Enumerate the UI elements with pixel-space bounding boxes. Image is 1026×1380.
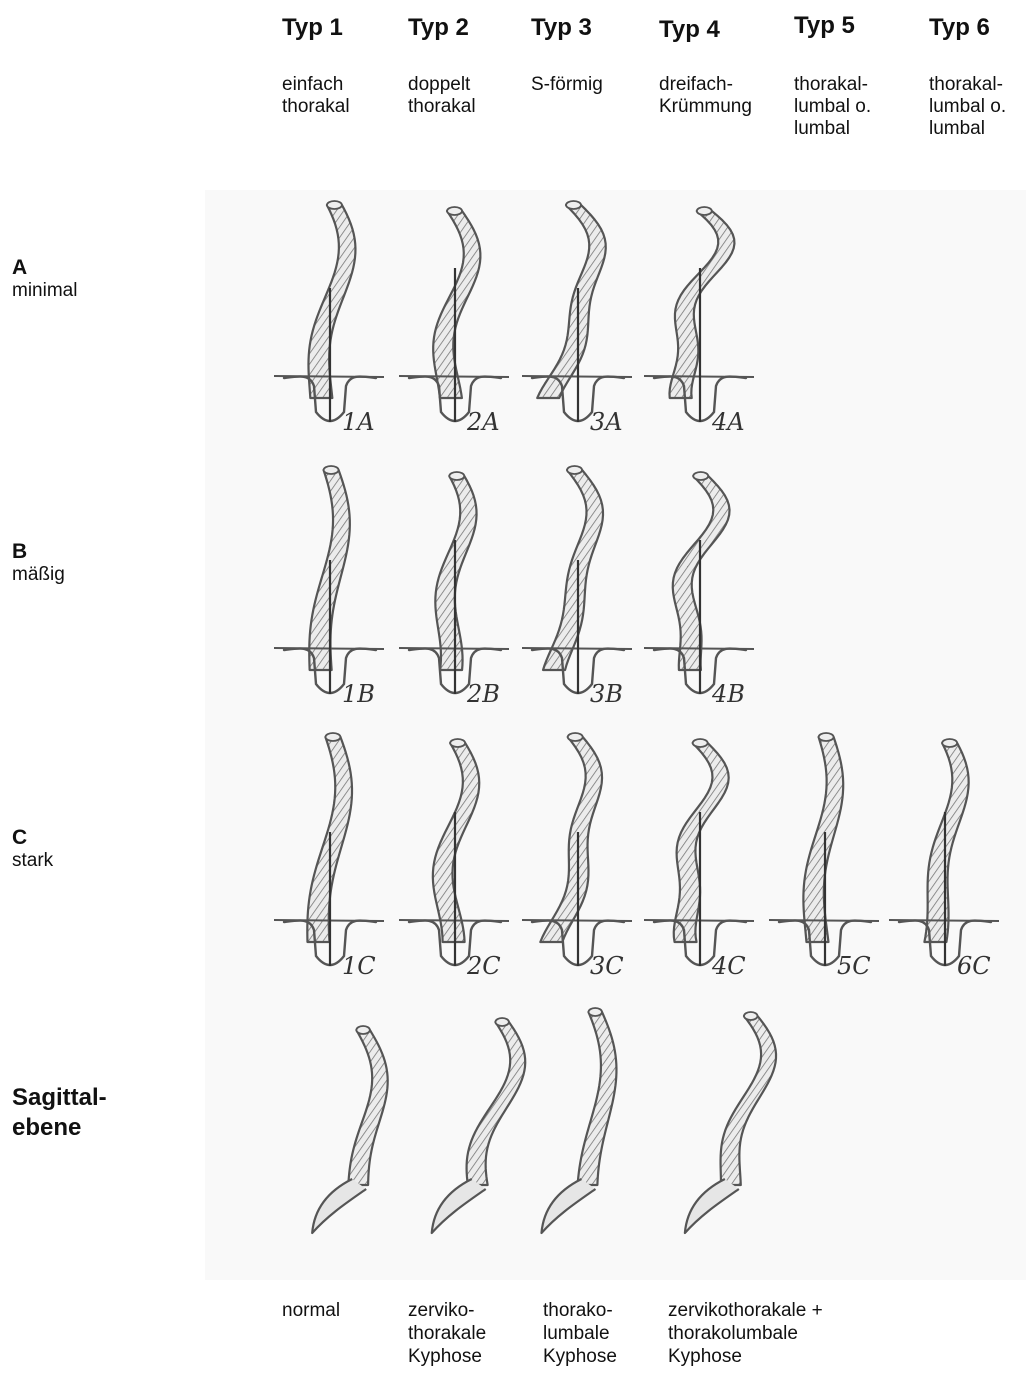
pelvis-2c bbox=[399, 812, 509, 966]
spine-3b bbox=[543, 466, 603, 670]
caption-normal: normal bbox=[282, 1299, 340, 1322]
sacrum-2 bbox=[432, 1179, 486, 1233]
caption-cervicothoracic: zerviko- thorakale Kyphose bbox=[408, 1299, 486, 1368]
spine-4b bbox=[673, 472, 730, 670]
sagittal-spine-3 bbox=[578, 1008, 617, 1185]
sagittal-spine-4 bbox=[721, 1012, 776, 1185]
tag-3b: 3B bbox=[590, 680, 623, 708]
tag-1b: 1B bbox=[342, 680, 375, 708]
pelvis-1b bbox=[274, 560, 384, 694]
tag-3a: 3A bbox=[590, 408, 623, 436]
spine-3a bbox=[537, 201, 606, 398]
tag-2a: 2A bbox=[466, 408, 500, 436]
tag-3c: 3C bbox=[590, 952, 624, 980]
spine-4c bbox=[674, 739, 729, 942]
spine-4a bbox=[669, 207, 734, 398]
spine-3c bbox=[540, 733, 602, 942]
row-a-sketches: 1A 2A 3A 4A bbox=[274, 201, 754, 436]
tag-1a: 1A bbox=[342, 408, 375, 436]
pelvis-1a bbox=[274, 288, 384, 422]
spine-5c bbox=[803, 733, 843, 942]
sagittal-spine-2 bbox=[467, 1018, 526, 1185]
spine-2a bbox=[433, 207, 480, 398]
pelvis-4a bbox=[644, 268, 754, 422]
sacrum-3 bbox=[541, 1179, 595, 1233]
sacrum-4 bbox=[685, 1179, 739, 1233]
tag-1c: 1C bbox=[342, 952, 376, 980]
pelvis-4b bbox=[644, 540, 754, 694]
row-c-sketches: 1C 2C 3C 4C 5C 6C bbox=[274, 733, 999, 980]
caption-thoracolumbar: thorako- lumbale Kyphose bbox=[543, 1299, 617, 1368]
tag-5c: 5C bbox=[837, 952, 871, 980]
spine-6c bbox=[924, 739, 968, 942]
sagittal-spine-1 bbox=[348, 1026, 387, 1185]
pelvis-3c bbox=[522, 832, 632, 966]
tag-2b: 2B bbox=[466, 680, 500, 708]
tag-4a: 4A bbox=[711, 408, 745, 436]
pelvis-5c bbox=[769, 832, 879, 966]
sagittal-sketches bbox=[312, 1008, 776, 1233]
tag-4c: 4C bbox=[711, 952, 746, 980]
pelvis-4c bbox=[644, 812, 754, 966]
tag-6c: 6C bbox=[957, 952, 991, 980]
caption-combined: zervikothorakale + thorakolumbale Kyphos… bbox=[668, 1299, 823, 1368]
pelvis-2a bbox=[399, 268, 509, 422]
row-b-sketches: 1B 2B 3B 4B bbox=[274, 466, 754, 708]
pelvis-2b bbox=[399, 540, 509, 694]
pelvis-3a bbox=[522, 288, 632, 422]
pelvis-6c bbox=[889, 812, 999, 966]
pelvis-1c bbox=[274, 832, 384, 966]
sacrum-1 bbox=[312, 1179, 366, 1233]
tag-2c: 2C bbox=[466, 952, 501, 980]
tag-4b: 4B bbox=[711, 680, 745, 708]
spine-1a bbox=[308, 201, 355, 398]
pelvis-3b bbox=[522, 560, 632, 694]
